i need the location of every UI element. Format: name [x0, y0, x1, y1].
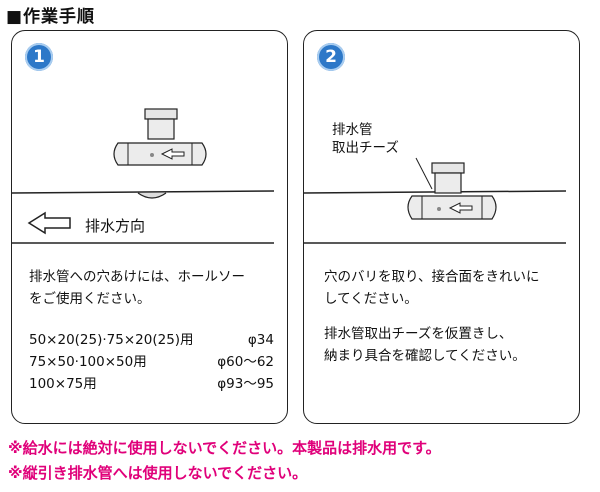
- size-label: 75×50·100×50用: [29, 354, 147, 370]
- step-2-instruction-2: 排水管取出チーズを仮置きし、 納まり具合を確認してください。: [324, 326, 526, 364]
- step-1-illustration: [12, 108, 275, 244]
- step-2-panel: 2 排水管 取出チーズ 穴のバリを取り、接合面をきれいに してください。 排水管…: [303, 30, 580, 424]
- step-2-illustration: [304, 157, 567, 244]
- diameter-value: φ34: [247, 332, 274, 348]
- size-label: 50×20(25)·75×20(25)用: [29, 332, 194, 348]
- pipe-top-line: [12, 190, 275, 194]
- tee-fitting-icon: [113, 108, 207, 166]
- hole-mark: [137, 192, 167, 199]
- leader-line: [415, 157, 433, 190]
- warning-note: ※給水には絶対に使用しないでください。本製品は排水用です。: [8, 439, 441, 457]
- size-row: 75×50·100×50用 φ60〜62: [29, 351, 274, 373]
- page-title: ■作業手順: [6, 7, 96, 27]
- size-list: 50×20(25)·75×20(25)用 φ34 75×50·100×50用 φ…: [29, 329, 274, 395]
- diameter-value: φ93〜95: [217, 376, 274, 392]
- size-row: 100×75用 φ93〜95: [29, 373, 274, 395]
- step-1-panel: 1 排水方向 排水管への穴あけには、ホールソー をご使用ください。 50×20(…: [11, 30, 288, 424]
- tee-label: 排水管 取出チーズ: [332, 122, 399, 156]
- size-row: 50×20(25)·75×20(25)用 φ34: [29, 329, 274, 351]
- step-1-instruction: 排水管への穴あけには、ホールソー をご使用ください。: [29, 269, 245, 307]
- tee-fitting-icon: [407, 162, 497, 220]
- step-2-instruction-1: 穴のバリを取り、接合面をきれいに してください。: [324, 269, 540, 307]
- direction-arrow-icon: [27, 211, 71, 235]
- warning-note: ※縦引き排水管へは使用しないでください。: [8, 464, 308, 482]
- step-1-badge: 1: [25, 43, 53, 71]
- direction-label: 排水方向: [85, 217, 146, 235]
- size-label: 100×75用: [29, 376, 97, 392]
- diameter-value: φ60〜62: [217, 354, 274, 370]
- step-2-badge: 2: [317, 43, 345, 71]
